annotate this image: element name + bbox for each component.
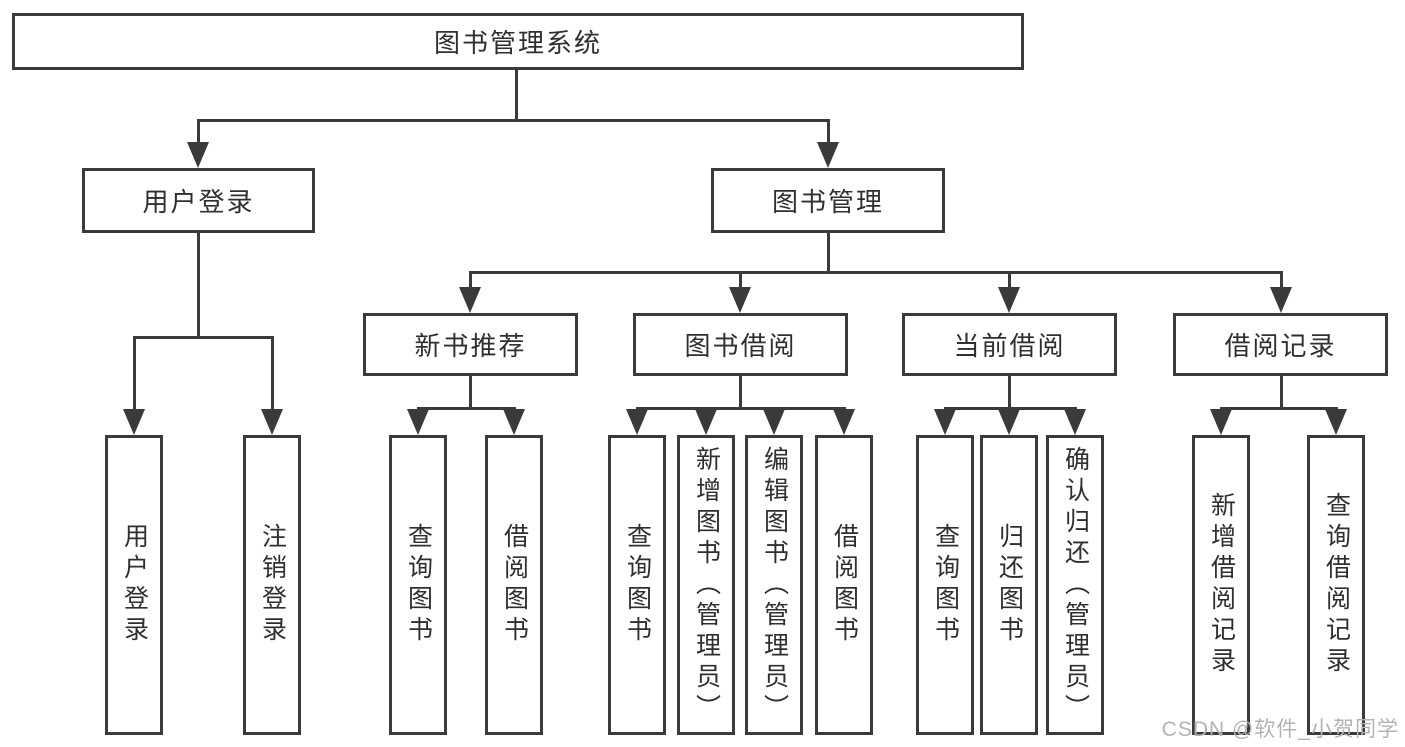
leaf-query-borrow-record-label: 查询借阅记录	[1322, 492, 1351, 678]
leaf-user-login-label: 用户登录	[120, 523, 149, 647]
connector-userlogin-stub-2	[270, 336, 274, 410]
connector-root-vline	[514, 68, 518, 119]
arrow-down-icon	[833, 409, 855, 435]
leaf-edit-books-admin: 编辑图书（管理员）	[745, 435, 803, 735]
connector-root-stub-right	[826, 119, 830, 144]
connector-bookmgmt-stub-4	[1279, 271, 1283, 287]
connector-bookmgmt-stub-3	[1007, 271, 1011, 287]
node-user-login-label: 用户登录	[142, 187, 255, 217]
connector-root-hline	[196, 119, 830, 122]
arrow-down-icon	[1210, 409, 1232, 435]
leaf-confirm-return-admin-label: 确认归还（管理员）	[1061, 445, 1090, 725]
connector-records-vline	[1279, 376, 1283, 407]
arrow-down-icon	[998, 409, 1020, 435]
leaf-borrow-books-borrowing-label: 借阅图书	[830, 523, 859, 647]
arrow-down-icon	[1270, 287, 1292, 313]
leaf-query-books-recommend-label: 查询图书	[404, 523, 433, 647]
connector-userlogin-stub-1	[132, 336, 136, 410]
leaf-query-books-recommend: 查询图书	[389, 435, 447, 735]
connector-borrowing-vline	[738, 376, 742, 407]
leaf-query-books-current-label: 查询图书	[931, 523, 960, 647]
connector-bookmgmt-vline	[826, 233, 830, 271]
connector-records-hline	[1219, 407, 1338, 410]
connector-bookmgmt-stub-1	[468, 271, 472, 287]
arrow-down-icon	[459, 287, 481, 313]
leaf-confirm-return-admin: 确认归还（管理员）	[1046, 435, 1104, 735]
arrow-down-icon	[763, 409, 785, 435]
connector-borrowing-hline	[635, 407, 846, 410]
arrow-down-icon	[695, 409, 717, 435]
arrow-down-icon	[407, 409, 429, 435]
leaf-query-borrow-record: 查询借阅记录	[1307, 435, 1365, 735]
node-book-borrowing: 图书借阅	[633, 313, 848, 376]
leaf-return-books-label: 归还图书	[995, 523, 1024, 647]
leaf-logout: 注销登录	[243, 435, 301, 735]
arrow-down-icon	[998, 287, 1020, 313]
node-root: 图书管理系统	[12, 13, 1024, 70]
node-current-borrowing-label: 当前借阅	[953, 331, 1066, 361]
arrow-down-icon	[817, 142, 839, 168]
leaf-add-borrow-record: 新增借阅记录	[1192, 435, 1250, 735]
arrow-down-icon	[1064, 409, 1086, 435]
leaf-query-books-borrowing-label: 查询图书	[623, 523, 652, 647]
arrow-down-icon	[123, 409, 145, 435]
leaf-user-login: 用户登录	[105, 435, 163, 735]
node-user-login: 用户登录	[82, 168, 315, 233]
node-current-borrowing: 当前借阅	[902, 313, 1117, 376]
leaf-return-books: 归还图书	[980, 435, 1038, 735]
connector-bookmgmt-hline	[468, 271, 1282, 274]
arrow-down-icon	[187, 142, 209, 168]
node-new-book-recommend-label: 新书推荐	[414, 331, 527, 361]
node-book-management: 图书管理	[711, 168, 945, 233]
connector-root-stub-left	[196, 119, 200, 144]
leaf-borrow-books-recommend-label: 借阅图书	[500, 523, 529, 647]
node-book-management-label: 图书管理	[771, 187, 884, 217]
node-borrow-records: 借阅记录	[1173, 313, 1388, 376]
connector-current-vline	[1007, 376, 1011, 407]
arrow-down-icon	[261, 409, 283, 435]
node-root-label: 图书管理系统	[433, 28, 602, 58]
leaf-borrow-books-borrowing: 借阅图书	[815, 435, 873, 735]
arrow-down-icon	[1325, 409, 1347, 435]
arrow-down-icon	[626, 409, 648, 435]
arrow-down-icon	[503, 409, 525, 435]
arrow-down-icon	[729, 287, 751, 313]
leaf-add-books-admin-label: 新增图书（管理员）	[692, 445, 721, 725]
node-book-borrowing-label: 图书借阅	[684, 331, 797, 361]
leaf-query-books-current: 查询图书	[916, 435, 974, 735]
leaf-add-borrow-record-label: 新增借阅记录	[1207, 492, 1236, 678]
connector-recommend-hline	[416, 407, 516, 410]
connector-userlogin-hline	[132, 336, 274, 339]
leaf-query-books-borrowing: 查询图书	[608, 435, 666, 735]
leaf-borrow-books-recommend: 借阅图书	[485, 435, 543, 735]
leaf-edit-books-admin-label: 编辑图书（管理员）	[760, 445, 789, 725]
leaf-logout-label: 注销登录	[258, 523, 287, 647]
watermark: CSDN @软件_小贺同学	[1161, 718, 1399, 741]
connector-userlogin-vline	[196, 233, 200, 336]
connector-bookmgmt-stub-2	[738, 271, 742, 287]
connector-recommend-vline	[468, 376, 472, 407]
node-borrow-records-label: 借阅记录	[1224, 331, 1337, 361]
leaf-add-books-admin: 新增图书（管理员）	[677, 435, 735, 735]
arrow-down-icon	[934, 409, 956, 435]
node-new-book-recommend: 新书推荐	[363, 313, 578, 376]
